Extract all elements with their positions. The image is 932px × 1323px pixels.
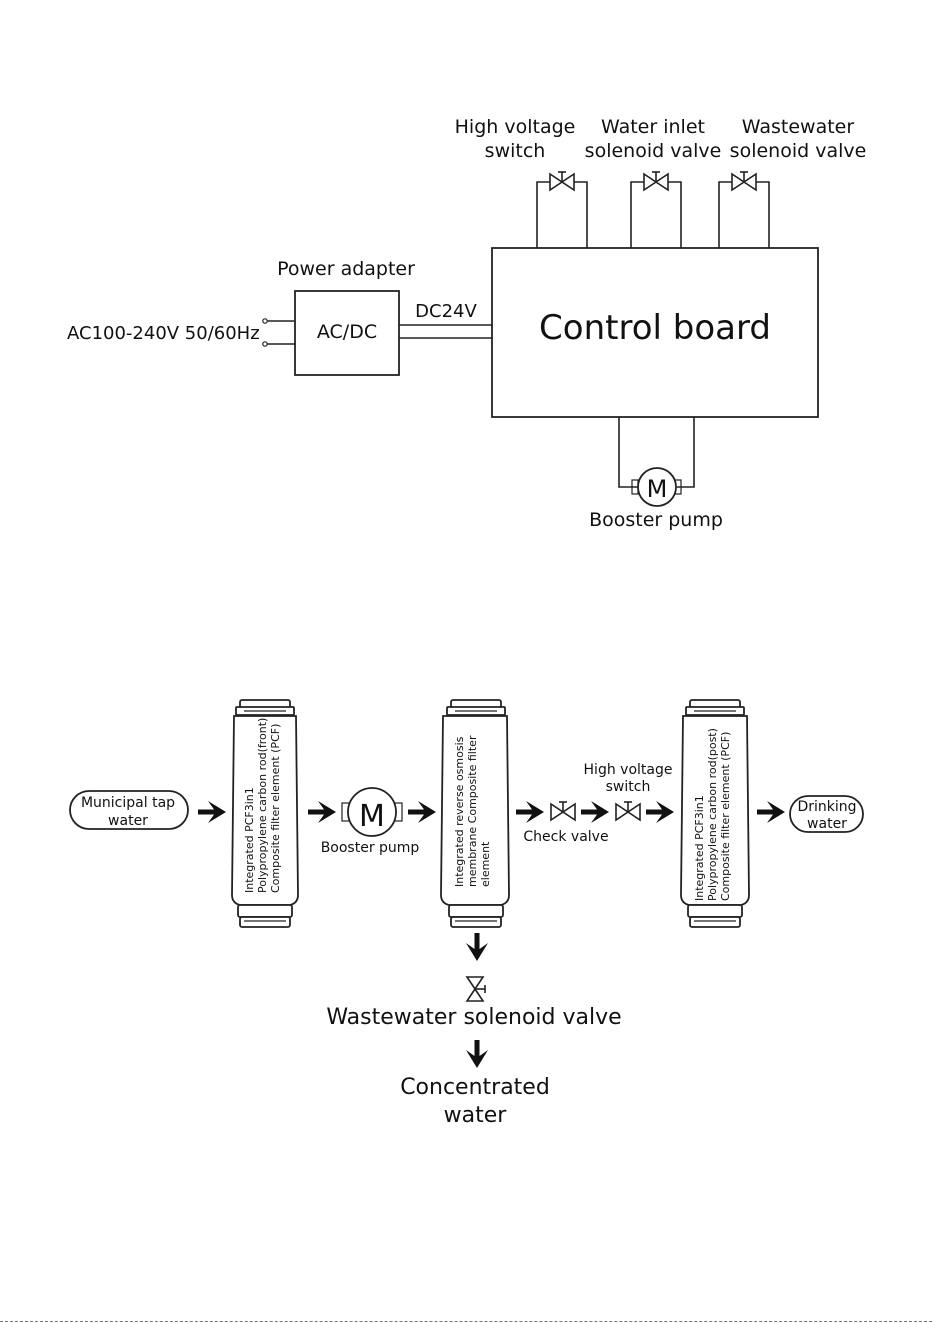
high-voltage-switch-label: High voltage — [455, 116, 576, 138]
high-voltage-switch-wiring — [536, 171, 588, 248]
concentrated-water-label-line2: water — [444, 1103, 508, 1128]
valve-icon — [731, 171, 757, 191]
booster-pump-label: Booster pump — [321, 840, 420, 856]
filter2-line2: membrane Composite filter — [466, 735, 479, 887]
arrow-right-icon — [308, 801, 336, 823]
high-voltage-switch-label-line2: switch — [606, 779, 651, 795]
valve-icon — [549, 171, 575, 191]
municipal-water-label: Municipal tap — [81, 795, 175, 811]
flow-diagram: Municipal tap water Integrated PCF3in1 P… — [69, 699, 864, 1128]
arrow-right-icon — [516, 801, 544, 823]
acdc-label: AC/DC — [317, 321, 377, 343]
check-valve-icon — [550, 801, 576, 821]
arrow-right-icon — [757, 801, 785, 823]
control-board-box — [491, 247, 819, 418]
filter1-line3: Composite filter element (PCF) — [269, 724, 282, 893]
arrow-down-icon — [466, 1040, 488, 1068]
high-voltage-switch-label-line2: switch — [485, 140, 546, 162]
wiring-diagram: High voltage switch Water inlet solenoid… — [67, 116, 866, 531]
motor-icon: M — [631, 467, 682, 507]
valve-icon — [643, 171, 669, 191]
filter3-line2: Polypropylene carbon rod(post) — [706, 728, 719, 901]
svg-text:M: M — [647, 475, 668, 503]
page-bottom-rule — [0, 1321, 932, 1322]
filter2-line1: Integrated reverse osmosis — [453, 736, 466, 887]
wastewater-valve-label: Wastewater solenoid valve — [326, 1005, 621, 1030]
filter1-line1: Integrated PCF3in1 — [243, 787, 256, 893]
booster-pump-label: Booster pump — [589, 509, 723, 531]
filter-cartridge-post: Integrated PCF3in1 Polypropylene carbon … — [680, 699, 750, 928]
filter-cartridge-ro: Integrated reverse osmosis membrane Comp… — [440, 699, 510, 928]
water-inlet-valve-wiring — [630, 171, 682, 248]
filter3-line1: Integrated PCF3in1 — [693, 795, 706, 901]
filter-cartridge-front: Integrated PCF3in1 Polypropylene carbon … — [231, 699, 299, 928]
valve-icon — [466, 976, 486, 1002]
check-valve-label: Check valve — [523, 829, 608, 845]
municipal-water-node — [69, 790, 189, 830]
motor-icon: M — [341, 787, 403, 837]
wastewater-valve-wiring — [718, 171, 770, 248]
dc-voltage-label: DC24V — [415, 301, 477, 322]
water-inlet-valve-label-line2: solenoid valve — [585, 140, 722, 162]
concentrated-water-label: Concentrated — [400, 1075, 550, 1100]
high-voltage-switch-label: High voltage — [584, 762, 673, 778]
arrow-right-icon — [646, 801, 674, 823]
arrow-right-icon — [198, 801, 226, 823]
power-adapter-label: Power adapter — [277, 258, 415, 280]
drinking-water-label: Drinking — [797, 799, 856, 815]
ac-input-label: AC100-240V 50/60Hz — [67, 323, 260, 344]
arrow-right-icon — [408, 801, 436, 823]
drinking-water-node — [789, 795, 864, 833]
arrow-right-icon — [581, 801, 609, 823]
valve-icon — [615, 801, 641, 821]
filter3-line3: Composite filter element (PCF) — [719, 732, 732, 901]
drinking-water-label-line2: water — [807, 816, 847, 832]
filter1-line2: Polypropylene carbon rod(front) — [256, 718, 269, 893]
control-board-label: Control board — [539, 308, 771, 348]
arrow-down-icon — [466, 933, 488, 961]
wastewater-valve-label-line2: solenoid valve — [730, 140, 867, 162]
water-inlet-valve-label: Water inlet — [601, 116, 705, 138]
power-adapter-box — [294, 290, 400, 376]
filter2-line3: element — [479, 841, 492, 887]
svg-text:M: M — [359, 799, 385, 834]
wastewater-valve-label: Wastewater — [742, 116, 855, 138]
municipal-water-label-line2: water — [108, 813, 148, 829]
